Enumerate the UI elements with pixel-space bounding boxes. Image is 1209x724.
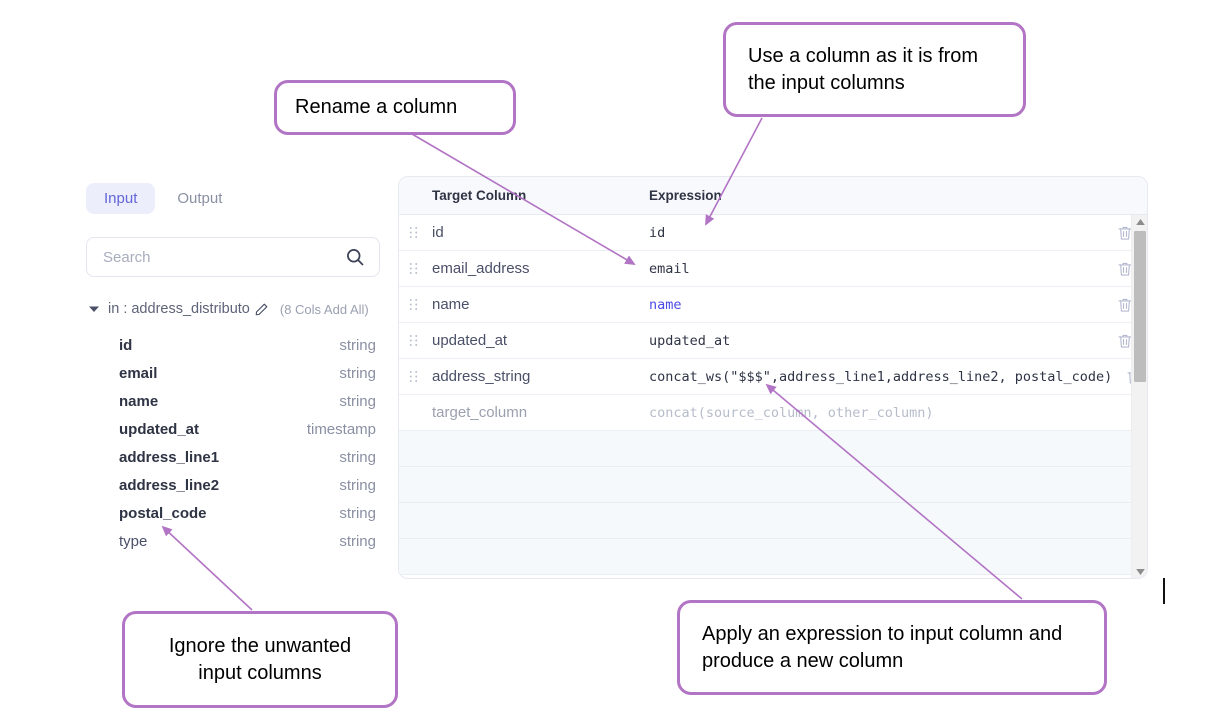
input-column-type: string bbox=[339, 364, 376, 382]
cols-count-add-all-label[interactable]: (8 Cols Add All) bbox=[279, 301, 369, 317]
mapping-table-row[interactable]: updated_at updated_at bbox=[399, 323, 1147, 359]
table-body: id id email_address email name name updated_at… bbox=[399, 215, 1147, 578]
drag-handle-icon[interactable] bbox=[399, 226, 432, 239]
input-column-name: address_line1 bbox=[119, 448, 220, 466]
column-mapping-panel: Target Column Expression id id email_addre… bbox=[398, 176, 1148, 579]
input-columns-panel: Input Output in : address_distributo (8 … bbox=[86, 180, 380, 555]
callout-use-column-as-is: Use a column as it is from the input col… bbox=[723, 22, 1026, 117]
target-column-cell[interactable]: email_address bbox=[432, 260, 530, 277]
search-input[interactable] bbox=[101, 247, 345, 267]
input-column-name: id bbox=[119, 336, 133, 354]
text-cursor-caret bbox=[1163, 578, 1165, 604]
input-column-row[interactable]: email string bbox=[86, 359, 380, 387]
input-column-row[interactable]: id string bbox=[86, 331, 380, 359]
mapping-table-row[interactable]: id id bbox=[399, 215, 1147, 251]
callout-text: Rename a column bbox=[295, 96, 458, 118]
input-column-row[interactable]: address_line2 string bbox=[86, 471, 380, 499]
trash-icon[interactable] bbox=[1103, 332, 1147, 350]
input-column-name: name bbox=[119, 392, 159, 410]
callout-text: Apply an expression to input column and … bbox=[702, 622, 1063, 672]
tab-output[interactable]: Output bbox=[177, 189, 223, 207]
input-column-type: string bbox=[339, 532, 376, 550]
input-column-row[interactable]: type string bbox=[86, 527, 380, 555]
dataset-header-row[interactable]: in : address_distributo (8 Cols Add All) bbox=[86, 299, 380, 319]
input-column-type: timestamp bbox=[306, 420, 376, 438]
mapping-empty-row[interactable] bbox=[399, 539, 1147, 575]
input-column-row[interactable]: name string bbox=[86, 387, 380, 415]
input-column-name: updated_at bbox=[119, 420, 200, 438]
trash-icon[interactable] bbox=[1103, 296, 1147, 314]
mapping-table-row[interactable]: name name bbox=[399, 287, 1147, 323]
drag-handle-icon[interactable] bbox=[399, 262, 432, 275]
expression-cell[interactable]: id bbox=[649, 224, 666, 241]
mapping-placeholder-row[interactable]: target_column concat(source_column, other… bbox=[399, 395, 1147, 431]
drag-handle-icon[interactable] bbox=[399, 370, 432, 383]
target-column-cell[interactable]: id bbox=[432, 224, 444, 241]
search-icon[interactable] bbox=[345, 247, 365, 267]
scrollbar-thumb[interactable] bbox=[1134, 231, 1146, 382]
expression-cell[interactable]: concat_ws("$$$",address_line1,address_li… bbox=[649, 368, 1113, 385]
trash-icon[interactable] bbox=[1103, 260, 1147, 278]
scroll-up-arrow-icon[interactable] bbox=[1132, 215, 1147, 229]
table-header-row: Target Column Expression bbox=[399, 177, 1147, 215]
table-vertical-scrollbar[interactable] bbox=[1131, 215, 1147, 578]
input-column-type: string bbox=[339, 476, 376, 494]
input-column-row[interactable]: address_line1 string bbox=[86, 443, 380, 471]
mapping-empty-row[interactable] bbox=[399, 467, 1147, 503]
input-column-name: type bbox=[119, 532, 148, 550]
input-column-name: email bbox=[119, 364, 158, 382]
input-column-type: string bbox=[339, 392, 376, 410]
drag-handle-icon[interactable] bbox=[399, 334, 432, 347]
mapping-empty-row[interactable] bbox=[399, 431, 1147, 467]
header-expression: Expression bbox=[649, 188, 722, 203]
target-column-cell[interactable]: target_column bbox=[432, 404, 528, 421]
mapping-empty-row[interactable] bbox=[399, 503, 1147, 539]
target-column-cell[interactable]: address_string bbox=[432, 368, 531, 385]
dataset-name-label: in : address_distributo bbox=[108, 301, 250, 317]
target-column-cell[interactable]: updated_at bbox=[432, 332, 508, 349]
input-column-type: string bbox=[339, 448, 376, 466]
input-column-row[interactable]: updated_at timestamp bbox=[86, 415, 380, 443]
header-target-column: Target Column bbox=[432, 188, 527, 203]
pencil-icon[interactable] bbox=[254, 302, 269, 317]
search-box[interactable] bbox=[86, 237, 380, 277]
input-column-name: address_line2 bbox=[119, 476, 220, 494]
callout-text: Ignore the unwanted input columns bbox=[168, 634, 352, 684]
callout-ignore-unwanted-columns: Ignore the unwanted input columns bbox=[122, 611, 398, 708]
callout-apply-expression: Apply an expression to input column and … bbox=[677, 600, 1107, 695]
scroll-down-arrow-icon[interactable] bbox=[1132, 565, 1147, 578]
input-column-type: string bbox=[339, 336, 376, 354]
drag-handle-icon[interactable] bbox=[399, 298, 432, 311]
expression-cell[interactable]: updated_at bbox=[649, 332, 731, 349]
expression-cell[interactable]: concat(source_column, other_column) bbox=[649, 404, 934, 421]
input-column-type: string bbox=[339, 504, 376, 522]
callout-rename-a-column: Rename a column bbox=[274, 80, 516, 135]
expression-cell[interactable]: email bbox=[649, 260, 690, 277]
io-tab-bar: Input Output bbox=[86, 180, 380, 216]
tab-input[interactable]: Input bbox=[86, 182, 156, 214]
chevron-down-icon[interactable] bbox=[86, 301, 102, 317]
callout-text: Use a column as it is from the input col… bbox=[748, 44, 979, 94]
input-column-name: postal_code bbox=[119, 504, 207, 522]
expression-cell[interactable]: name bbox=[649, 296, 682, 313]
input-column-row[interactable]: postal_code string bbox=[86, 499, 380, 527]
mapping-table-row[interactable]: address_string concat_ws("$$$",address_li… bbox=[399, 359, 1147, 395]
mapping-table-row[interactable]: email_address email bbox=[399, 251, 1147, 287]
trash-icon[interactable] bbox=[1103, 224, 1147, 242]
target-column-cell[interactable]: name bbox=[432, 296, 470, 313]
